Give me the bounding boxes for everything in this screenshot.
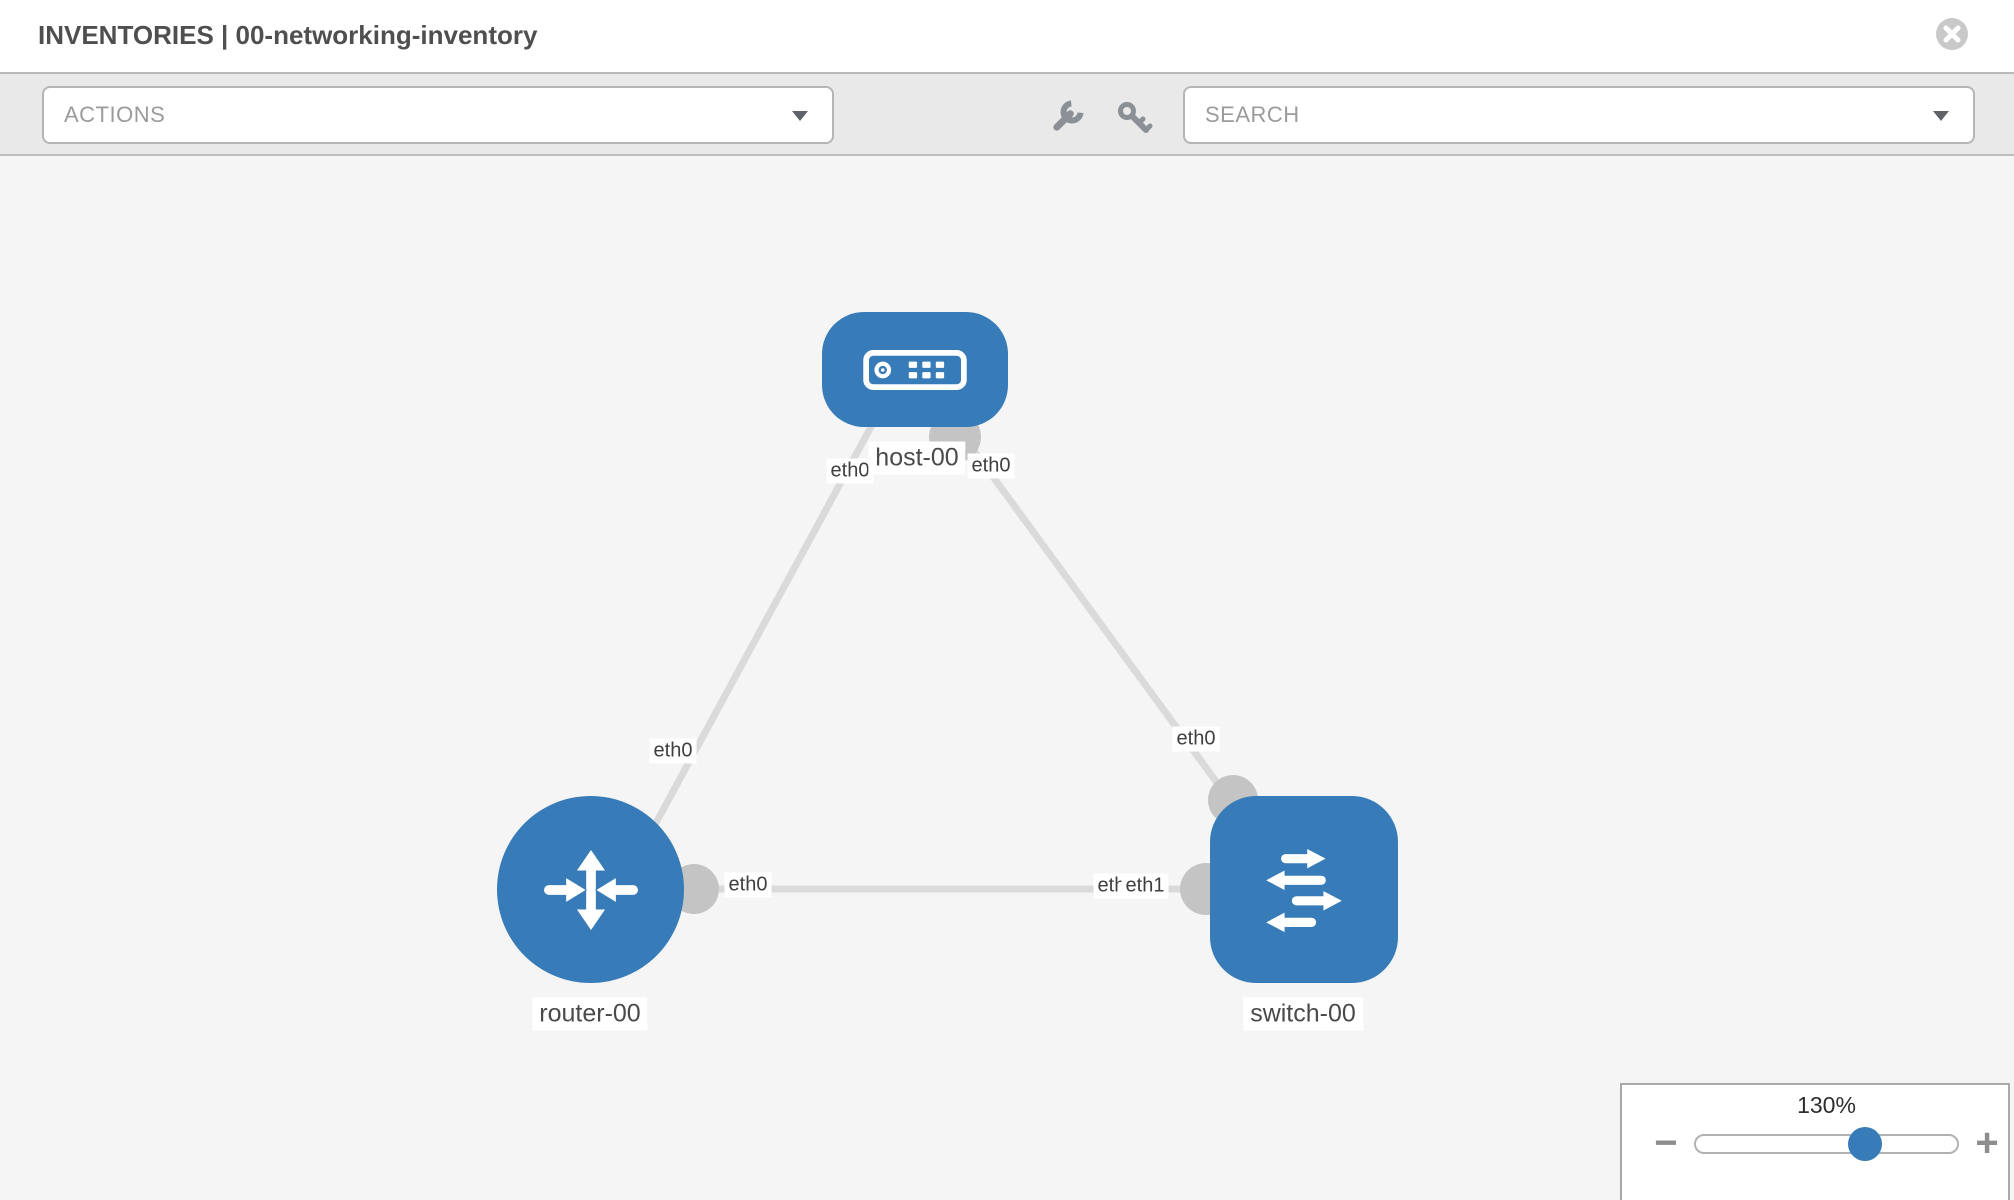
node-router-00[interactable]	[497, 796, 684, 983]
wrench-icon	[1053, 100, 1084, 131]
zoom-percent: 130%	[1797, 1092, 1856, 1118]
key-icon	[1118, 102, 1153, 133]
toolbar: ACTIONS SEARCH	[0, 72, 2014, 156]
close-icon	[1936, 18, 1968, 50]
node-label-router: router-00	[532, 997, 648, 1031]
chevron-down-icon	[1933, 111, 1949, 121]
page-title: INVENTORIES | 00-networking-inventory	[38, 20, 538, 50]
router-icon	[543, 849, 638, 930]
zoom-in-button[interactable]: +	[1967, 1121, 2007, 1165]
interface-label: eth0	[724, 872, 772, 898]
node-host-00[interactable]	[822, 312, 1008, 427]
search-dropdown-label: SEARCH	[1205, 102, 1300, 127]
host-icon	[863, 349, 967, 390]
zoom-panel: 130% − +	[1620, 1083, 2010, 1200]
interface-label: eth0	[649, 738, 697, 764]
search-dropdown[interactable]: SEARCH	[1183, 86, 1975, 144]
close-button[interactable]	[1934, 16, 1970, 52]
chevron-down-icon	[792, 111, 808, 121]
switch-icon	[1266, 848, 1342, 932]
node-switch-00[interactable]	[1210, 796, 1398, 983]
interface-label: eth0	[826, 458, 874, 484]
zoom-slider-handle[interactable]	[1848, 1127, 1882, 1161]
interface-label: eth1	[1121, 873, 1169, 899]
tools-button[interactable]	[1046, 98, 1086, 138]
zoom-slider[interactable]	[1694, 1134, 1959, 1154]
credentials-button[interactable]	[1114, 98, 1154, 138]
topology-links-layer	[590, 399, 1304, 915]
interface-label: eth0	[967, 453, 1015, 479]
node-label-host: host-00	[868, 441, 966, 475]
topology-canvas[interactable]: eth0 eth0 eth0 eth0 eth0 eth0 eth1 host-…	[0, 156, 2014, 1200]
header: INVENTORIES | 00-networking-inventory	[0, 0, 2014, 72]
node-label-switch: switch-00	[1243, 997, 1363, 1031]
actions-dropdown-label: ACTIONS	[64, 102, 166, 127]
zoom-out-button[interactable]: −	[1646, 1121, 1686, 1165]
interface-label: eth0	[1172, 726, 1220, 752]
actions-dropdown[interactable]: ACTIONS	[42, 86, 834, 144]
